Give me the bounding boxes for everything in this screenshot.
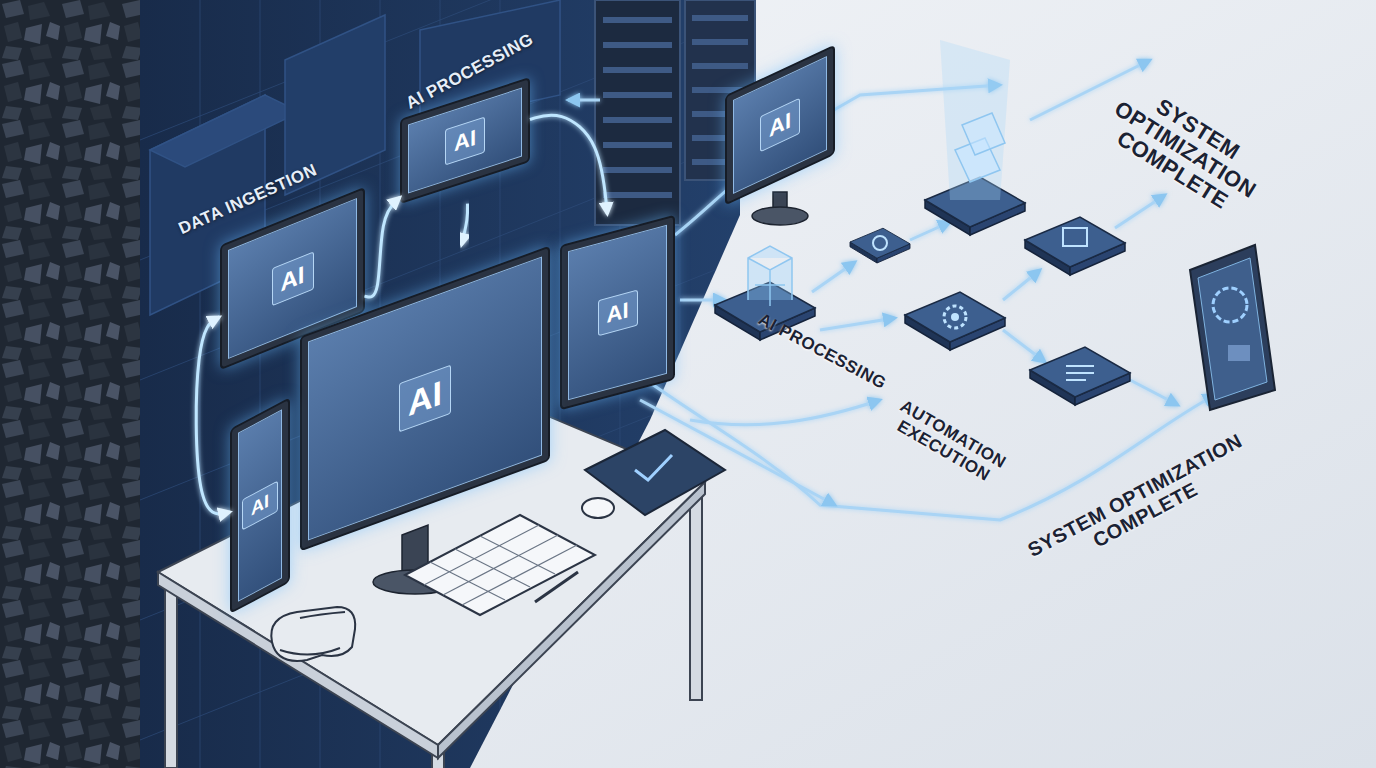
screen-panel: AI [408,87,522,193]
flow-line [1030,60,1150,120]
tablet-screen: AI [560,214,675,410]
flow-line [625,365,1215,520]
desk-leg [690,490,702,700]
vr-strap [280,612,345,655]
progress-ring [1213,288,1247,322]
wall-block [150,95,300,167]
hologram-beam [940,40,1010,200]
dark-wall [140,0,740,768]
stage-label: AI PROCESSING [738,301,906,402]
keyboard [405,515,595,615]
process-platform [850,228,910,263]
process-platform [905,292,1005,350]
flow-connector [196,317,230,514]
gear-icon [944,306,966,328]
flow-connector [365,197,401,297]
screen-label: AI [445,116,485,165]
desk-leg [165,585,177,768]
tablet-screen: AI [230,397,290,614]
flow-line [812,262,855,292]
monitor-base [752,207,808,225]
screen-label: AI [271,251,313,306]
wall-block [285,15,385,195]
hologram-card [962,113,1005,155]
hologram-cube [748,246,792,306]
screen-panel: AI [568,224,667,400]
process-platform [1030,347,1130,405]
desk-tablet [585,430,725,515]
flow-line [820,318,895,330]
device-icon [1063,228,1087,246]
monitor-screen: AI [400,76,530,203]
flow-line [1003,330,1045,362]
monitor-screen: AI [725,44,835,205]
screen-label: AI [399,364,451,432]
globe-icon [873,236,887,250]
side-tablet-screen [1198,258,1267,400]
flow-line [690,400,880,425]
shard-strip [0,0,140,768]
screen-label: AI [760,98,800,153]
flow-line [1003,270,1040,300]
flow-connector [530,115,607,214]
screen-panel: AI [733,56,827,194]
vr-headset [271,607,355,661]
process-platform [1025,217,1125,275]
stylus-pen [535,572,578,602]
mouse [582,498,614,518]
side-tablet [1190,245,1275,410]
server-rack [595,0,680,225]
flow-line [640,400,835,505]
server-slats [603,20,672,195]
wall-grid [140,0,740,768]
screen-label: AI [242,480,278,530]
stage-label: SYSTEM OPTIMIZATION COMPLETE [1085,69,1285,231]
document-icon [1066,366,1094,380]
flow-line [910,222,950,240]
check-mark [635,455,672,480]
stage-label: SYSTEM OPTIMIZATION COMPLETE [1008,421,1271,589]
desk-edge [438,482,705,758]
keyboard-keys [424,525,577,605]
flow-connector [462,204,468,245]
flow-line [1115,195,1165,228]
flow-line [1130,380,1178,405]
gear-hub [951,313,959,321]
flow-line [680,299,725,302]
screen-label: AI [597,289,637,336]
desk-edge [158,572,438,758]
stage-label: AUTOMATION EXECUTION [880,393,1016,493]
screen-panel: AI [238,409,282,601]
screen-widget [1228,345,1250,361]
flow-line [568,99,600,102]
